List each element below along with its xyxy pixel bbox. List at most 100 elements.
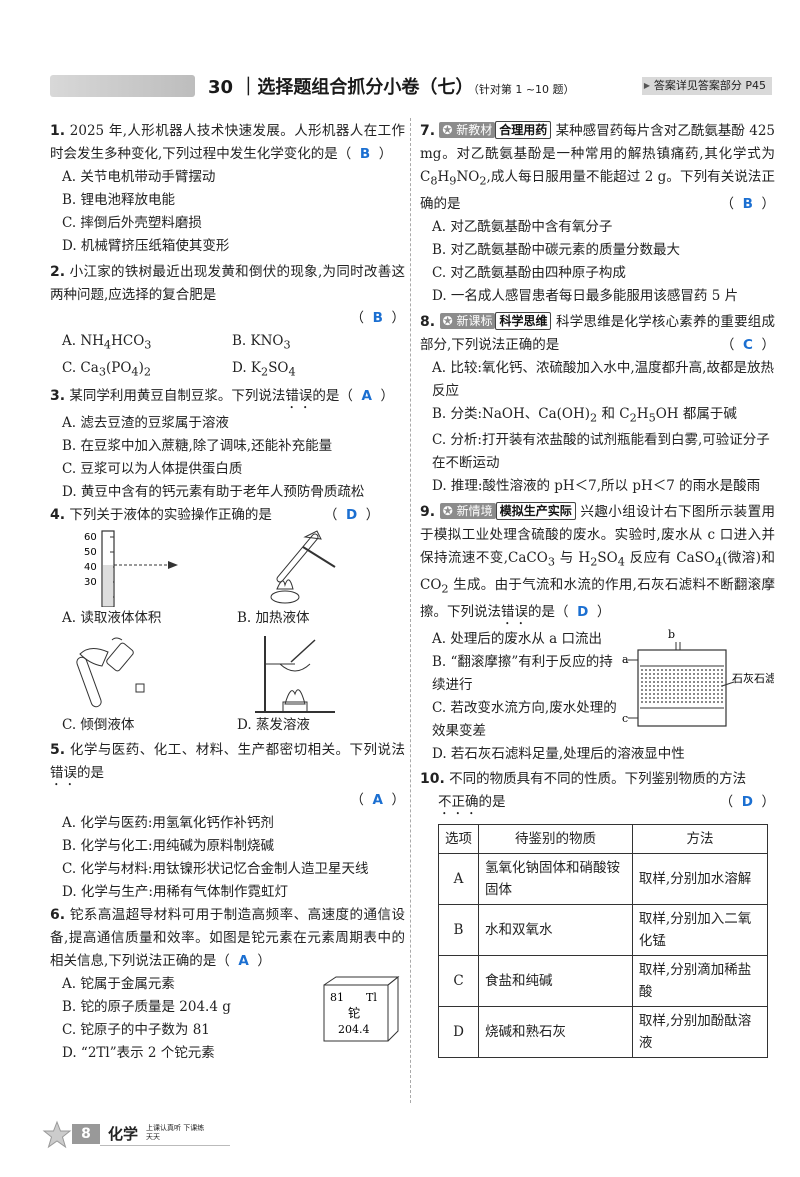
tick-label: 60 [84, 532, 97, 543]
filter-granule [701, 680, 703, 683]
atomic-mass: 204.4 [338, 1023, 370, 1036]
question-number: 4. [50, 507, 66, 524]
filter-granule [657, 676, 659, 679]
answer-bracket: （ B ） [350, 310, 405, 326]
filter-granule [653, 692, 655, 695]
filter-granule [717, 700, 719, 703]
option-a: A. 铊属于金属元素 [62, 976, 175, 993]
filter-granule [685, 672, 687, 675]
table-cell: C [438, 954, 479, 1007]
filter-granule [713, 696, 715, 699]
column-header: 待鉴别的物质 [478, 823, 633, 854]
tick-label: 40 [84, 562, 97, 573]
option-c: C. 对乙酰氨基酚由四种原子构成 [432, 264, 626, 281]
figure-label: B. 加热液体 [237, 610, 310, 627]
option-d: D. 推理:酸性溶液的 pH＜7,所以 pH＜7 的雨水是酸雨 [432, 478, 761, 495]
option-c: C. 豆浆可以为人体提供蛋白质 [62, 461, 243, 478]
right-column: 7. ✪ 新教材合理用药 某种感冒药每片含对乙酰氨基酚 425 mg。对乙酰氨基… [420, 120, 775, 1058]
filter-granule [693, 668, 695, 671]
filter-granule [705, 680, 707, 683]
filter-granule [709, 676, 711, 679]
filter-granule [641, 684, 643, 687]
filter-granule [721, 696, 723, 699]
figure-label: A. 读取液体体积 [62, 610, 162, 627]
filter-granule [657, 680, 659, 683]
table-cell: A [438, 852, 479, 905]
table-cell: 食盐和纯碱 [478, 954, 633, 1007]
question-6: 6. 铊系高温超导材料可用于制造高频率、高速度的通信设备,提高通信质量和效率。如… [50, 904, 405, 1065]
option-b: B. 锂电池释放电能 [62, 192, 176, 208]
stem-text: 铊系高温超导材料可用于制造高频率、高速度的通信设备,提高通信质量和效率。如图是铊… [50, 907, 405, 970]
tag-topic: 合理用药 [495, 121, 552, 139]
filter-granule [657, 672, 659, 675]
filter-granule [701, 676, 703, 679]
filter-granule [693, 672, 695, 675]
filter-granule [665, 696, 667, 699]
answer-mark: B [742, 195, 753, 212]
question-5: 5. 化学与医药、化工、材料、生产都密切相关。下列说法错误的是 （ A ） A.… [50, 739, 405, 904]
filter-granule [645, 676, 647, 679]
filter-granule [673, 676, 675, 679]
filter-granule [665, 676, 667, 679]
atomic-number: 81 [330, 991, 344, 1004]
stem-text: 2025 年,人形机器人技术快速发展。人形机器人在工作时会发生多种变化,下列过程… [50, 123, 405, 162]
filter-granule [669, 668, 671, 671]
filter-granule [661, 668, 663, 671]
filter-granule [709, 696, 711, 699]
filter-granule [681, 696, 683, 699]
filter-granule [673, 672, 675, 675]
footer-slogan: 上课认真听 下课练天天 [146, 1124, 205, 1141]
question-4: 4. 下列关于液体的实验操作正确的是（ D ） 60 50 40 30 [50, 504, 405, 737]
question-10: 10. 不同的物质具有不同的性质。下列鉴别物质的方法 不正确的是（ D ） 选项… [420, 768, 775, 1058]
filter-granule [645, 692, 647, 695]
filter-granule [697, 692, 699, 695]
pouring-liquid-figure [76, 637, 145, 708]
option-d: D. 一名成人感冒患者每日最多能服用该感冒药 5 片 [432, 287, 739, 304]
tick-label: 30 [84, 577, 97, 588]
tag-topic: 模拟生产实际 [495, 502, 576, 521]
flame-icon [284, 689, 306, 705]
filter-granule [653, 672, 655, 675]
filter-granule [669, 676, 671, 679]
option-c: C. 化学与材料:用钛镍形状记忆合金制人造卫星天线 [62, 861, 369, 878]
filter-granule [653, 680, 655, 683]
question-number: 3. [50, 388, 66, 405]
filter-granule [685, 692, 687, 695]
question-number: 6. [50, 907, 66, 924]
emphasis-text: 错误 [501, 603, 528, 620]
filter-granule [709, 700, 711, 703]
filter-granule [673, 684, 675, 687]
answer-bracket: （ D ） [719, 793, 775, 810]
option-a: A. 化学与医药:用氢氧化钙作补钙剂 [62, 815, 274, 832]
filter-granule [689, 688, 691, 691]
filter-granule [701, 692, 703, 695]
question-stem: 1. 2025 年,人形机器人技术快速发展。人形机器人在工作时会发生多种变化,下… [50, 120, 405, 166]
filter-granule [669, 672, 671, 675]
question-number: 9. [420, 504, 436, 521]
option-a: A. 处理后的废水从 a 口流出 [432, 630, 602, 647]
filter-granule [721, 688, 723, 691]
filter-granule [709, 684, 711, 687]
filter-granule [709, 672, 711, 675]
filter-granule [649, 696, 651, 699]
option-a: A. NH4HCO3 [62, 333, 152, 352]
question-2: 2. 小江家的铁树最近出现发黄和倒伏的现象,为同时改善这两种问题,应选择的复合肥… [50, 261, 405, 383]
filter-granule [701, 700, 703, 703]
filter-granule [673, 700, 675, 703]
filter-granule [665, 688, 667, 691]
filter-granule [641, 700, 643, 703]
filter-granule [721, 672, 723, 675]
figure-row: C. 倾倒液体 D. 蒸发溶液 [50, 634, 405, 737]
tag-new-standard: ✪ 新课标 [439, 312, 496, 329]
filter-granule [673, 668, 675, 671]
emphasis-text: 不正确 [438, 793, 479, 810]
filter-granule [677, 696, 679, 699]
filter-granule [669, 680, 671, 683]
filter-granule [681, 668, 683, 671]
filter-granule [641, 696, 643, 699]
filter-granule [669, 684, 671, 687]
answer-mark: B [372, 310, 383, 326]
filter-granule [665, 684, 667, 687]
filter-granule [661, 680, 663, 683]
filter-granule [641, 668, 643, 671]
